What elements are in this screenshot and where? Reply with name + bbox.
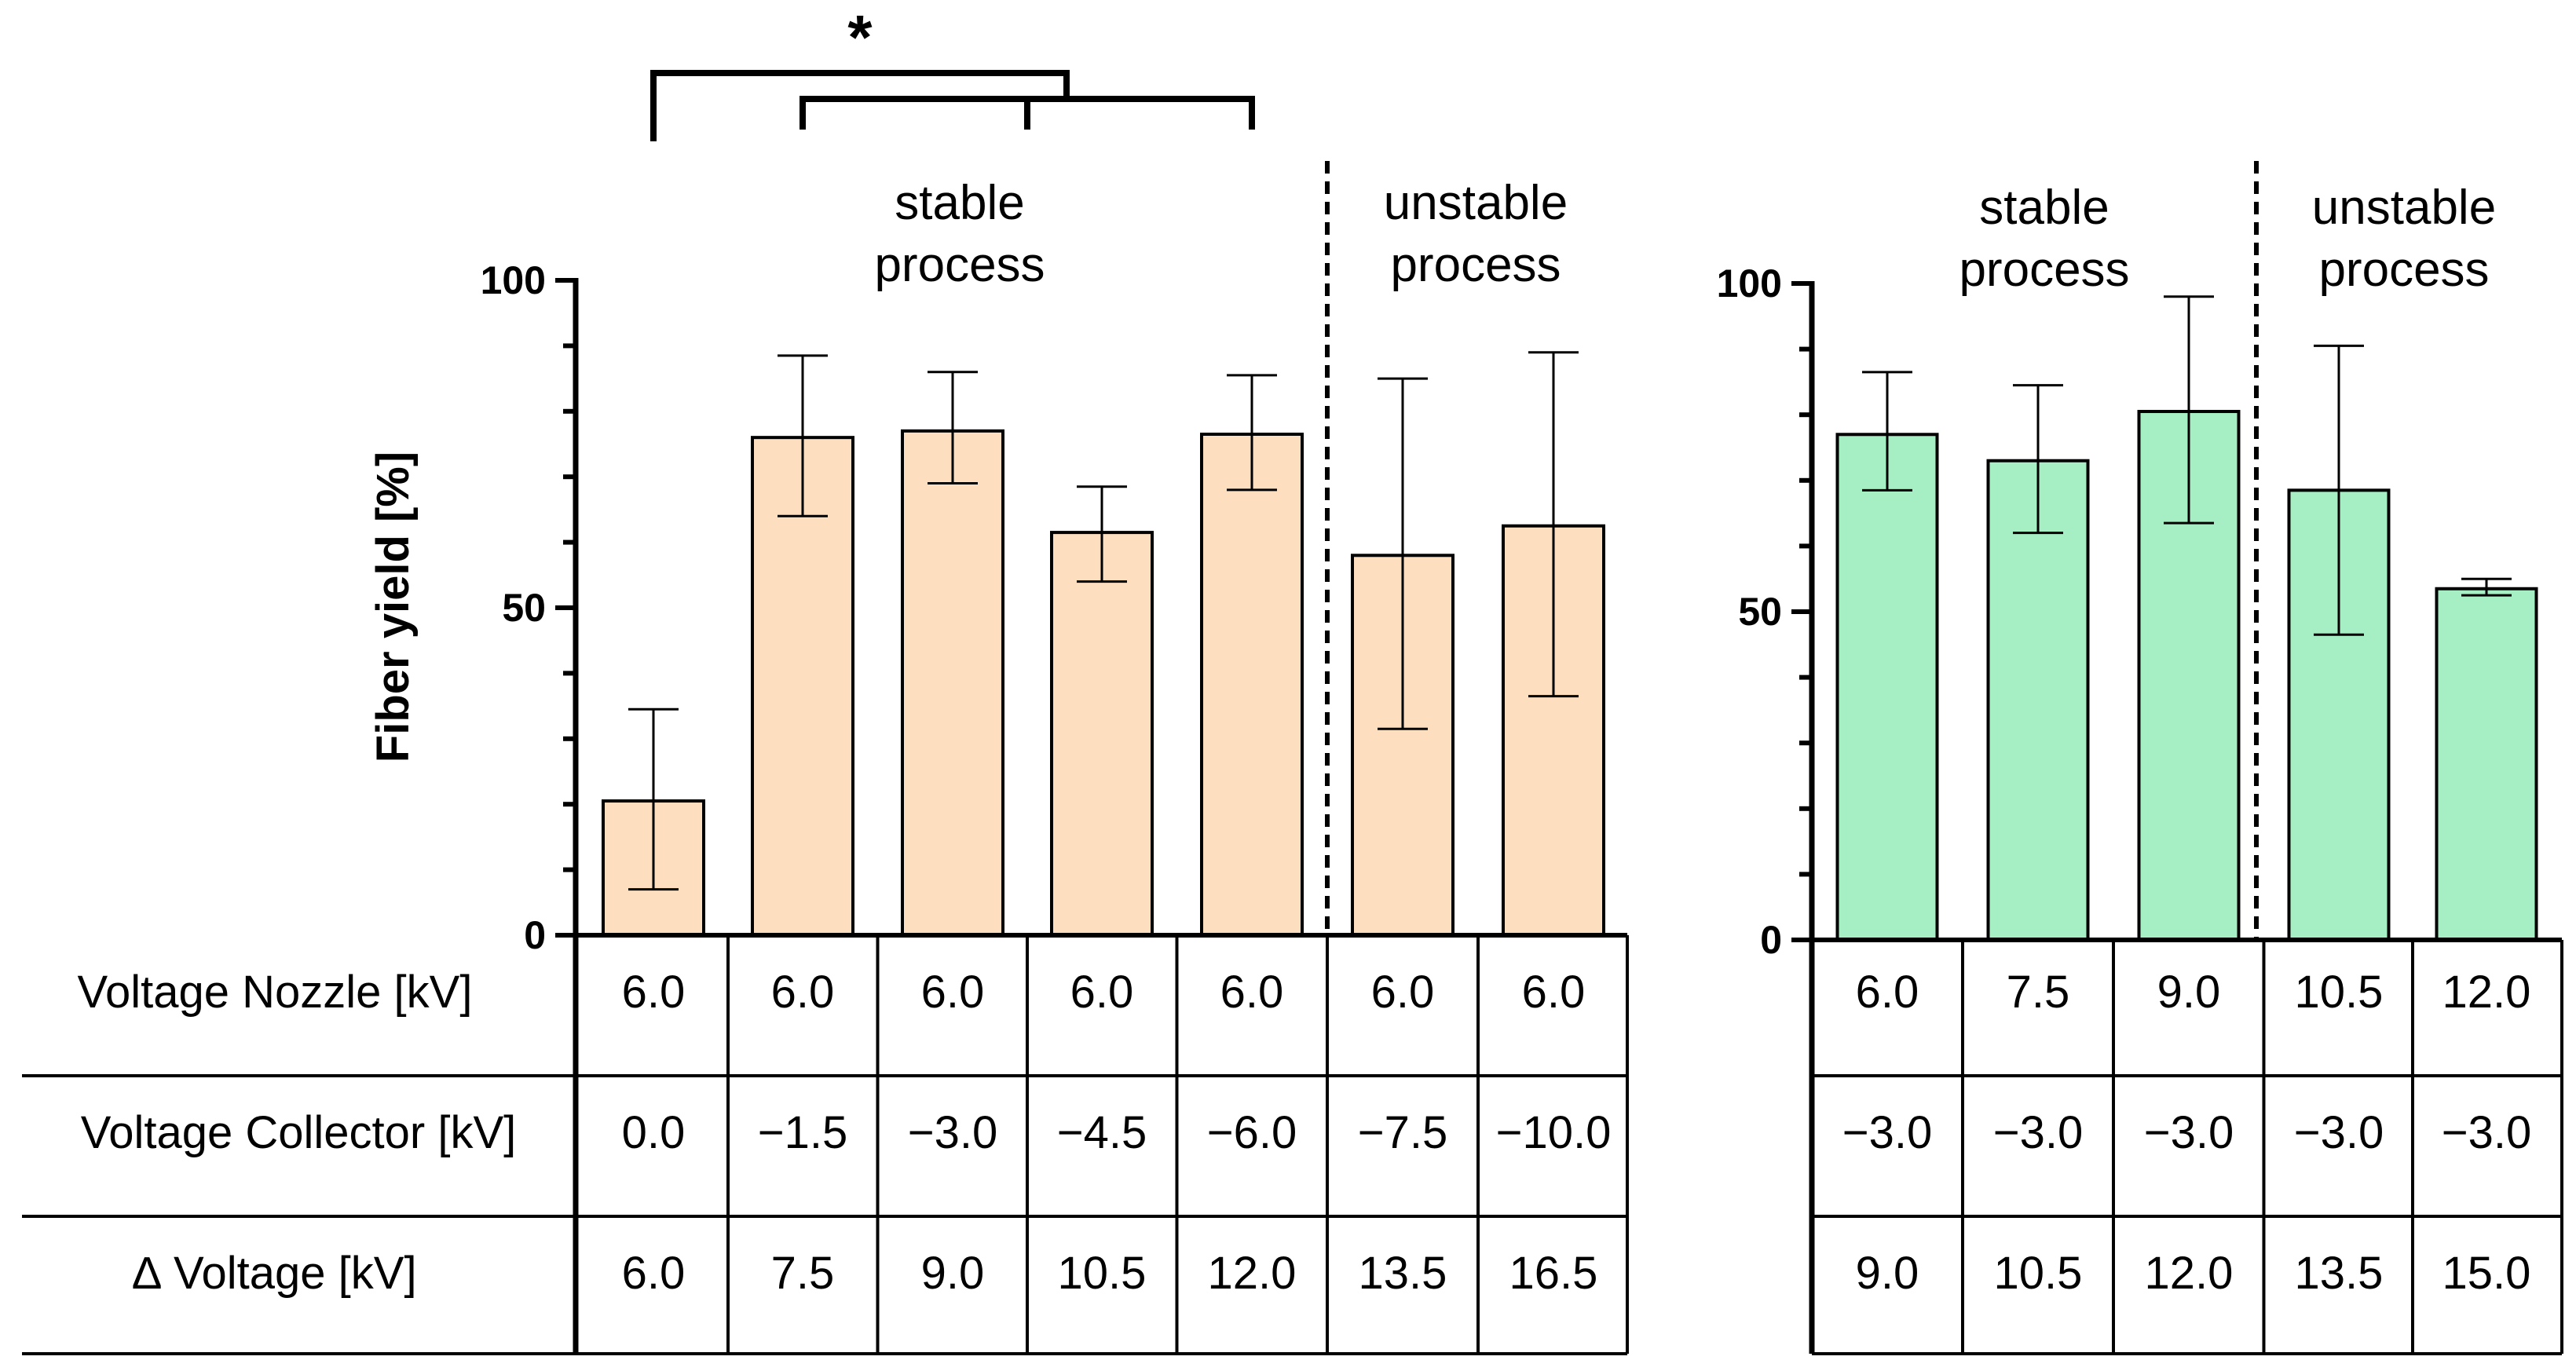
chart-2: 0 50 100 stable process unstable process 6.0 7.5…	[1717, 161, 2563, 1355]
significance-bracket	[650, 70, 1070, 141]
table-cell: 16.5	[1509, 1248, 1598, 1299]
table-cell: −3.0	[2144, 1107, 2234, 1158]
table-cell: 12.0	[2145, 1248, 2234, 1299]
table-cell: 7.5	[771, 1248, 835, 1299]
region-label: unstable	[2312, 181, 2496, 235]
table-cell: 9.0	[1856, 1248, 1919, 1299]
table-cell: 12.0	[2442, 967, 2531, 1018]
y-tick-label: 0	[524, 913, 546, 957]
table-cell: 6.0	[622, 967, 686, 1018]
table-cell: 13.5	[1359, 1248, 1447, 1299]
table-cell: −4.5	[1057, 1107, 1147, 1158]
table-cell: 10.5	[1994, 1248, 2083, 1299]
y-tick-label: 50	[1738, 590, 1782, 634]
chart-1: 0 50 100 stable process unstable process 6.0 6.0…	[22, 2, 1629, 1355]
bar	[751, 436, 854, 937]
table-cell: 6.0	[1522, 967, 1586, 1018]
table-cell: 6.0	[622, 1248, 686, 1299]
table-cell: 7.5	[2007, 967, 2070, 1018]
table-cell: −10.0	[1496, 1107, 1612, 1158]
table-cell: −6.0	[1207, 1107, 1297, 1158]
table-cell: 0.0	[622, 1107, 686, 1158]
table-cell: 6.0	[1371, 967, 1435, 1018]
table-cell: 6.0	[1070, 967, 1134, 1018]
significance-star: *	[847, 2, 873, 72]
table-cell: −3.0	[2442, 1107, 2532, 1158]
row-label-voltage-collector: Voltage Collector [kV]	[81, 1107, 517, 1158]
table-cell: −3.0	[1842, 1107, 1933, 1158]
table-cell: 9.0	[2157, 967, 2221, 1018]
table-cell: 6.0	[1220, 967, 1284, 1018]
region-label: process	[874, 238, 1045, 292]
table-cell: −3.0	[908, 1107, 998, 1158]
region-label: process	[2318, 243, 2489, 297]
table-cell: 12.0	[1208, 1248, 1297, 1299]
y-tick-label: 100	[1717, 261, 1782, 305]
table-cell: −3.0	[2294, 1107, 2384, 1158]
y-tick-label: 100	[481, 258, 546, 302]
y-tick-label: 0	[1760, 918, 1782, 962]
y-tick-label: 50	[502, 586, 546, 630]
row-label-delta-voltage: ∆ Voltage [kV]	[133, 1248, 416, 1299]
table-cell: 9.0	[921, 1248, 985, 1299]
table-cell: 13.5	[2295, 1248, 2384, 1299]
bar	[1835, 433, 1939, 941]
region-label: process	[1959, 243, 2129, 297]
table-cell: 15.0	[2442, 1248, 2531, 1299]
table-cell: 6.0	[771, 967, 835, 1018]
region-label: unstable	[1384, 176, 1568, 230]
bar	[1200, 432, 1304, 937]
table-cell: −3.0	[1993, 1107, 2084, 1158]
bar	[1050, 531, 1154, 937]
table-cell: 10.5	[1058, 1248, 1147, 1299]
table-cell: −7.5	[1358, 1107, 1448, 1158]
table-cell: 6.0	[921, 967, 985, 1018]
row-label-voltage-nozzle: Voltage Nozzle [kV]	[78, 967, 473, 1018]
table-cell: −1.5	[758, 1107, 848, 1158]
table-cell: 10.5	[2295, 967, 2384, 1018]
region-label: process	[1390, 238, 1561, 292]
charts: 0 50 100 stable process unstable process 6.0 6.0…	[22, 2, 2563, 1355]
y-axis-title: Fiber yield [%]	[368, 452, 419, 762]
bar	[2435, 587, 2538, 941]
table-cell: 6.0	[1856, 967, 1919, 1018]
region-label: stable	[895, 176, 1024, 230]
region-label: stable	[1979, 181, 2109, 235]
bar	[901, 429, 1004, 937]
